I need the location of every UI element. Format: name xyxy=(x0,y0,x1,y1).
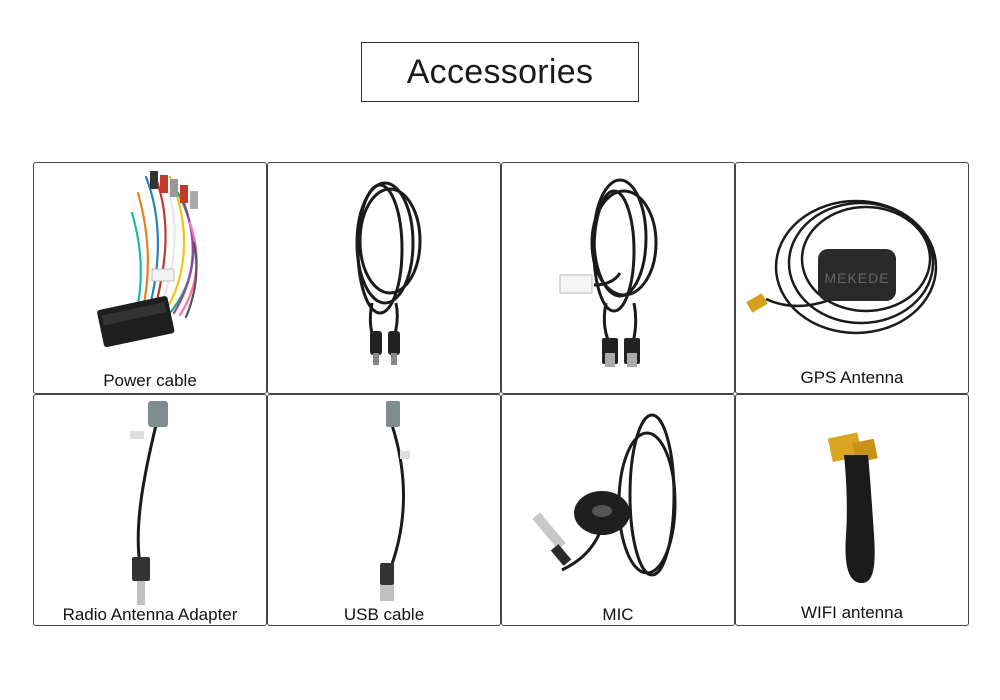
item-power-cable[interactable]: Power cable xyxy=(33,162,267,394)
page-title: Accessories xyxy=(361,42,639,102)
item-usb-extension-cable[interactable] xyxy=(501,162,735,394)
item-wifi-antenna[interactable]: WIFI antenna xyxy=(735,394,969,626)
item-label: Power cable xyxy=(103,371,197,390)
item-label: USB cable xyxy=(343,605,425,624)
gps-antenna-icon: MEKEDE xyxy=(746,199,938,335)
item-gps-antenna[interactable]: MEKEDE GPS Antenna xyxy=(735,162,969,394)
radio-antenna-adapter-icon xyxy=(130,401,168,605)
item-label: WIFI antenna xyxy=(800,603,904,622)
wifi-antenna-icon xyxy=(827,432,878,583)
watermark: MEKEDE xyxy=(824,270,889,286)
usb-cable-short-icon xyxy=(380,401,410,601)
item-label: MIC xyxy=(602,605,634,624)
item-usb-cable[interactable] xyxy=(267,162,501,394)
item-usb-cable-short[interactable]: USB cable xyxy=(267,394,501,626)
item-label: GPS Antenna xyxy=(800,368,904,387)
item-radio-antenna-adapter[interactable]: Radio Antenna Adapter xyxy=(33,394,267,626)
item-label: Radio Antenna Adapter xyxy=(62,605,238,624)
usb-cable-icon xyxy=(355,181,422,365)
item-microphone[interactable]: MIC xyxy=(501,394,735,626)
microphone-icon xyxy=(532,413,677,577)
power-cable-harness-icon xyxy=(97,171,198,348)
usb-extension-cable-icon xyxy=(559,178,658,367)
